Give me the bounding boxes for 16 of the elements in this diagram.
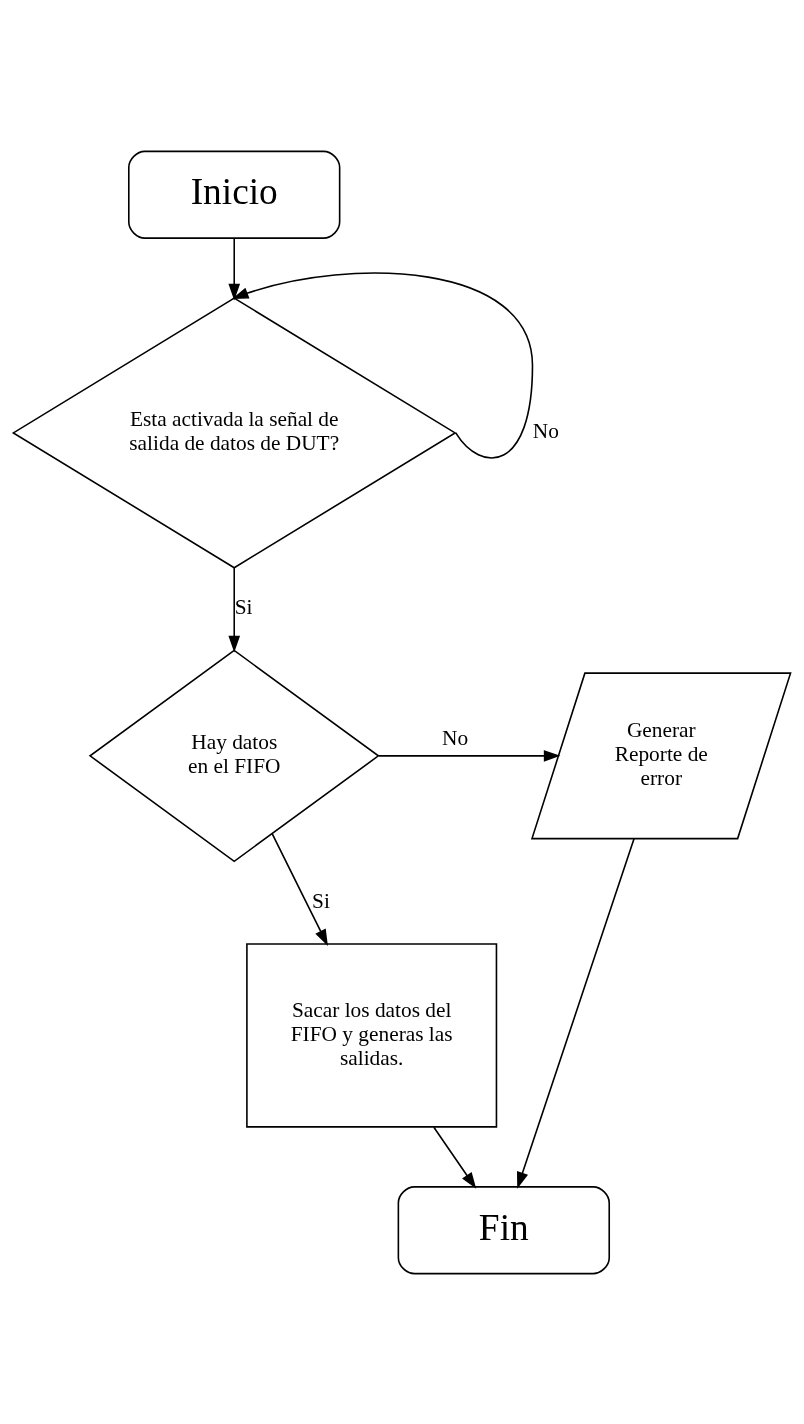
arrow <box>271 832 328 946</box>
arrow <box>517 837 635 1189</box>
arrow <box>228 236 241 300</box>
edge-label: Si <box>234 594 253 619</box>
node-diamond: Hay datos en el FIFO <box>88 648 380 862</box>
node-diamond: Esta activada la señal de salida de datos de DUT? <box>11 296 457 569</box>
node-box: Sacar los datos del FIFO y generas las salidas. <box>246 942 498 1128</box>
arrow <box>433 1125 477 1189</box>
node-box: Inicio <box>128 150 341 239</box>
edge-label: No <box>532 418 559 443</box>
arrow <box>231 271 534 459</box>
edge-label: Si <box>312 888 330 913</box>
arrow <box>378 749 561 762</box>
arrow <box>228 566 241 652</box>
node-box: Fin <box>397 1185 610 1274</box>
edge-label: No <box>442 725 469 750</box>
